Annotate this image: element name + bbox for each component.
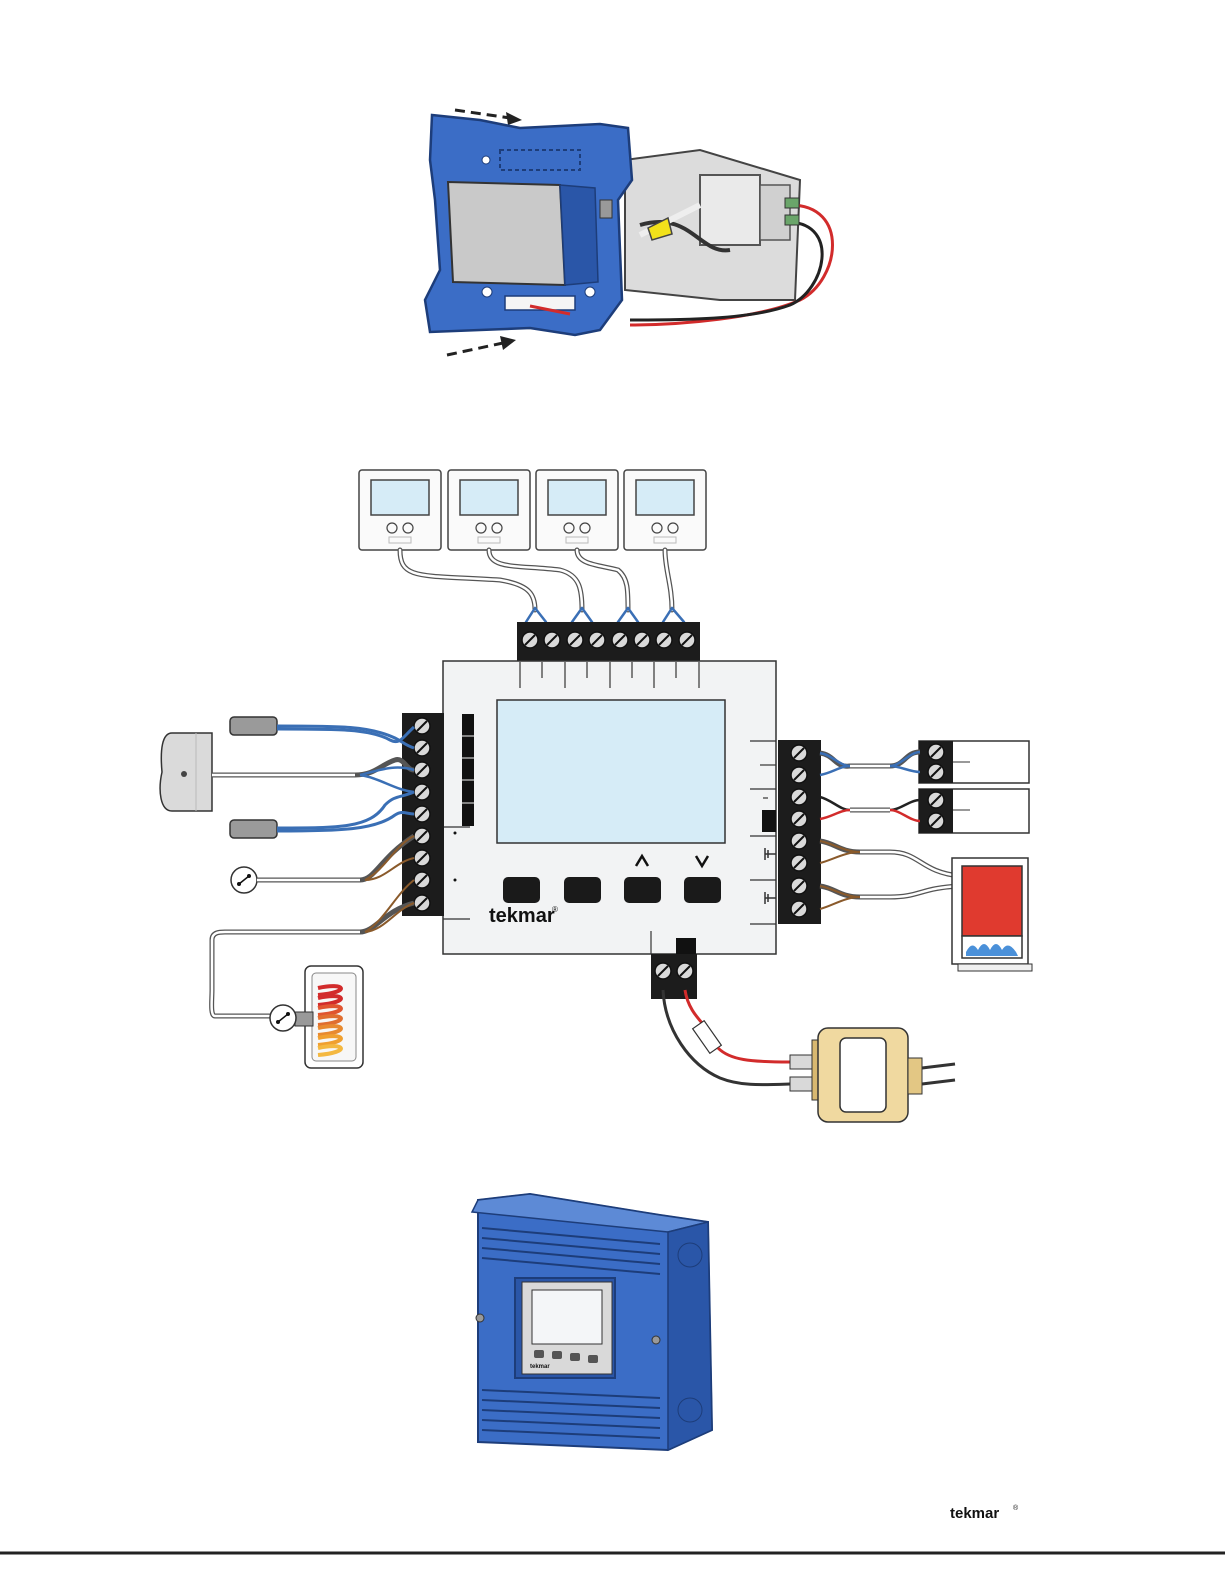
boiler xyxy=(820,841,1032,971)
footer-logo-registered: ® xyxy=(1013,1504,1019,1512)
thermostat-2 xyxy=(448,470,530,550)
sensor-probe-top xyxy=(230,717,414,748)
control-button-up[interactable] xyxy=(624,877,661,903)
right-terminal-block xyxy=(778,740,821,924)
electrical-box xyxy=(625,150,800,300)
transformer xyxy=(663,990,955,1122)
dhw-tank xyxy=(212,880,414,1068)
control-logo-registered: ® xyxy=(552,905,558,914)
top-terminal-block xyxy=(517,622,700,662)
control-button-down[interactable] xyxy=(684,877,721,903)
mount-arrow-bottom xyxy=(447,336,516,355)
relay-block-1 xyxy=(820,741,1029,783)
blue-backplate xyxy=(425,115,632,335)
control-body: tekmar ® xyxy=(402,661,776,954)
wall-mount-illustration xyxy=(425,110,833,355)
lcd-screen xyxy=(497,700,725,843)
control-logo: tekmar xyxy=(489,905,555,927)
control-button-2[interactable] xyxy=(564,877,601,903)
control-enclosure: tekmar xyxy=(472,1194,712,1450)
control-button-1[interactable] xyxy=(503,877,540,903)
thermostat-4 xyxy=(624,470,706,550)
thermostat-3 xyxy=(536,470,618,550)
setpoint-switch xyxy=(231,836,414,893)
footer-logo: tekmar xyxy=(950,1505,999,1522)
outdoor-sensor xyxy=(160,733,414,811)
thermostat-1 xyxy=(359,470,441,550)
power-terminal-block xyxy=(651,954,697,999)
sensor-probe-bottom xyxy=(230,792,414,838)
enclosure-logo: tekmar xyxy=(530,1364,550,1370)
relay-block-2 xyxy=(820,789,1029,833)
wiring-diagram: tekmar ® xyxy=(160,470,1032,1122)
